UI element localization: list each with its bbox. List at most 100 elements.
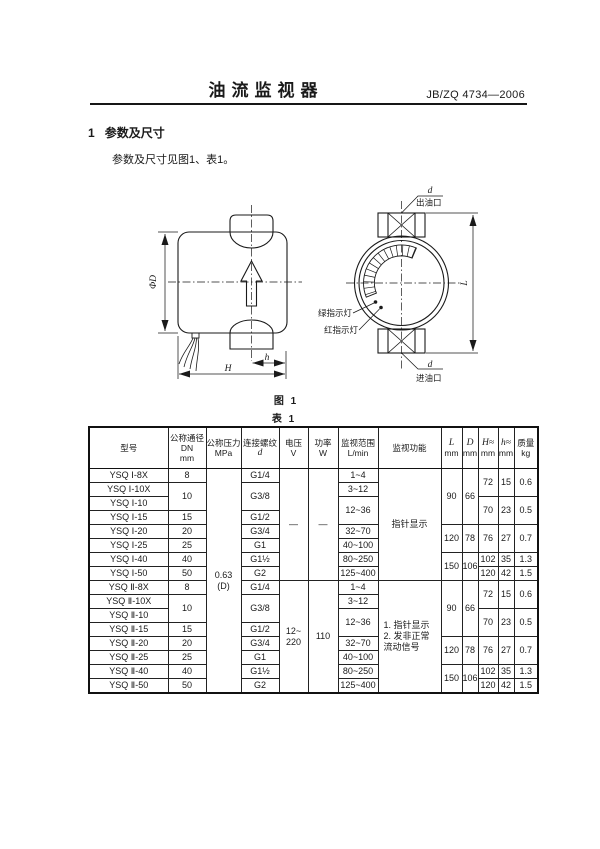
cell-model: YSQ Ⅰ-50 [88,566,169,581]
cell-thread: G1½ [240,552,280,567]
cell-thread: G2 [240,566,280,581]
cell-dn: 10 [167,594,207,623]
cell-voltage: 12~ 220 [278,580,309,694]
table-row: YSQ Ⅰ-50 50 G2 125~400 120 42 1.5 [88,566,539,581]
cell-h: 35 [497,552,515,567]
section-heading: 1 参数及尺寸 [88,124,165,141]
cell-mass: 1.5 [513,566,539,581]
cell-power: — [307,468,339,581]
cell-H: 120 [477,566,499,581]
inlet-label: 进油口 [416,373,442,383]
standard-code: JB/ZQ 4734—2006 [426,89,525,101]
right-view-centerlines [346,201,462,369]
cell-power: 110 [307,580,339,694]
dim-label-L: L [460,280,470,286]
dim-label-H: H [224,364,233,374]
cell-dn: 25 [167,538,207,553]
cell-D: 78 [461,636,479,665]
cell-dn: 15 [167,510,207,525]
cell-L: 90 [440,468,463,525]
cell-mass: 0.5 [513,608,539,637]
cell-model: YSQ Ⅰ-10X [88,482,169,497]
section-number: 1 [88,126,95,140]
cell-D: 78 [461,524,479,553]
table-row: YSQ Ⅰ-10X 10 G3/8 3~12 [88,482,538,511]
cell-thread: G3/4 [240,524,280,539]
cell-dn: 8 [167,468,207,483]
col-header-model: 型号 [88,426,169,469]
cell-D: 66 [461,580,479,637]
cell-model: YSQ Ⅱ-20 [88,636,169,651]
cell-model: YSQ Ⅱ-50 [88,678,169,694]
technical-drawing: ΦD H h d 出油口 绿指示灯 [149,186,478,383]
cell-dn: 40 [167,664,207,679]
table-row: YSQ Ⅱ-40 40 G1½ 80~250 150 106 102 35 1.… [88,664,539,694]
cell-range: 1~4 [337,580,379,595]
cell-mass: 0.5 [513,496,539,525]
cell-h: 42 [497,566,515,581]
dial-scale [363,244,417,298]
cell-L: 150 [440,664,463,694]
cell-mass: 0.7 [513,636,539,665]
cell-h: 15 [497,468,515,497]
cell-pressure: 0.63 (D) [205,468,242,694]
cell-range: 80~250 [337,664,379,679]
cell-mass: 1.3 [513,664,539,679]
cell-H: 120 [477,678,499,694]
green-indicator-dot [373,300,378,304]
cell-thread: G3/8 [240,594,280,623]
cell-dn: 8 [167,580,207,595]
cell-model: YSQ Ⅱ-25 [88,650,169,665]
cell-L: 90 [440,580,463,637]
intro-text: 参数及尺寸见图1、表1。 [112,154,235,166]
section-title: 参数及尺寸 [104,126,165,140]
red-indicator-dot [379,305,383,310]
figure-caption: 图 1 [273,396,299,407]
cell-range: 12~36 [337,608,379,637]
cell-thread: G2 [240,678,280,694]
cell-L: 120 [440,636,463,665]
cell-model: YSQ Ⅰ-25 [88,538,169,553]
cell-dn: 10 [167,482,207,511]
cell-range: 3~12 [337,482,379,497]
table-row: YSQ Ⅰ-10 12~36 70 23 0.5 [88,496,539,525]
cell-model: YSQ Ⅰ-20 [88,524,169,539]
title-underline [90,103,527,105]
table-row: YSQ Ⅰ-15 15 G1/2 [88,510,538,525]
cell-h: 23 [497,496,515,525]
cell-thread: G3/4 [240,636,280,651]
cell-thread: G1/4 [240,468,280,483]
dim-label-h: h [265,353,270,363]
cell-dn: 50 [167,566,207,581]
cell-model: YSQ Ⅱ-15 [88,622,169,637]
cell-mass: 0.7 [513,524,539,553]
col-header-H: H≈mm [477,426,499,469]
cell-thread: G3/8 [240,482,280,511]
cell-model: YSQ Ⅰ-15 [88,510,169,525]
cell-range: 80~250 [337,552,379,567]
col-header-function: 监视功能 [377,426,442,469]
cell-H: 72 [477,580,499,609]
cell-dn: 20 [167,636,207,651]
cell-h: 27 [497,524,515,553]
cell-mass: 0.6 [513,468,539,497]
table-row: YSQ Ⅰ-40 40 G1½ 80~250 150 106 102 35 1.… [88,552,539,581]
cell-H: 72 [477,468,499,497]
cell-range: 1~4 [337,468,379,483]
cell-function: 指针显示 [377,468,442,581]
inlet-thread-label: d [428,360,433,370]
cell-L: 120 [440,524,463,553]
cell-range: 32~70 [337,524,379,539]
table-row: YSQ Ⅱ-20 20 G3/4 32~70 120 78 76 27 0.7 [88,636,539,665]
cell-mass: 0.6 [513,580,539,609]
cell-range: 40~100 [337,538,379,553]
cell-range: 12~36 [337,496,379,525]
cell-model: YSQ Ⅱ-10X [88,594,169,609]
